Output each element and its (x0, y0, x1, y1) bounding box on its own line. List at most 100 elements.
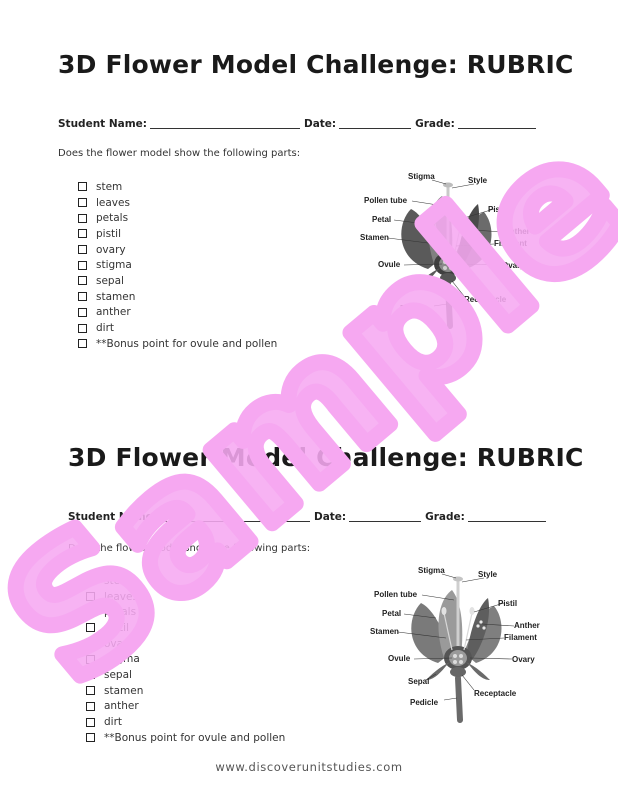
diagram-label-sepal: Sepal (398, 283, 419, 292)
flower-anatomy-illustration: Stigma Style Pollen tube Pistil Petal An… (360, 172, 530, 329)
checklist-item: stamen (86, 683, 285, 699)
checklist-item: ovary (86, 636, 285, 652)
rubric-top: 3D Flower Model Challenge: RUBRIC Studen… (0, 0, 618, 390)
checklist-item-label: petals (96, 212, 129, 225)
checklist-item-label: pistil (96, 227, 122, 240)
grade-blank (457, 117, 536, 129)
checklist-item: anther (86, 699, 285, 715)
checklist-item: dirt (78, 320, 277, 336)
checklist-item-label: anther (96, 306, 131, 319)
checkbox-icon (78, 276, 87, 286)
checklist-item: stigma (78, 257, 277, 273)
checkbox-icon (86, 592, 95, 602)
diagram-label-style: Style (478, 570, 498, 579)
parts-checklist: stem leaves petals pistil ovary stigma s… (86, 573, 285, 746)
question-text: Does the flower model show the following… (68, 543, 311, 554)
checkbox-icon (78, 182, 87, 192)
diagram-label-ovule: Ovule (388, 654, 411, 663)
date-label: Date: (313, 511, 347, 523)
diagram-label-petal: Petal (372, 215, 391, 224)
date-label: Date: (303, 118, 337, 130)
date-blank (339, 117, 412, 129)
checklist-item-label: sepal (96, 274, 124, 287)
checklist-item-label: stem (96, 180, 123, 193)
checkbox-icon (78, 339, 87, 349)
checklist-item-label: petals (104, 606, 137, 619)
checklist-item: ovary (78, 242, 277, 258)
page-title: 3D Flower Model Challenge: RUBRIC (58, 50, 574, 79)
checkbox-icon (86, 701, 95, 711)
checklist-item-label: stigma (96, 259, 132, 272)
student-info-line: Student Name: Date: Grade: (68, 510, 550, 523)
question-text: Does the flower model show the following… (58, 148, 301, 159)
checklist-item: petals (86, 604, 285, 620)
checklist-item-label: stigma (104, 653, 140, 666)
checklist-item-label: ovary (104, 637, 134, 650)
grade-label: Grade: (415, 118, 455, 130)
diagram-label-pistil: Pistil (488, 205, 507, 214)
student-name-blank (159, 510, 310, 522)
checkbox-icon (86, 654, 95, 664)
diagram-label-pollen-tube: Pollen tube (374, 590, 418, 599)
diagram-label-stamen: Stamen (370, 627, 399, 636)
flower-diagram: Stigma Style Pollen tube Pistil Petal An… (366, 558, 540, 728)
checkbox-icon (78, 229, 87, 239)
checklist-item: sepal (78, 273, 277, 289)
checklist-item: dirt (86, 714, 285, 730)
checklist-item: **Bonus point for ovule and pollen (78, 336, 277, 352)
diagram-label-style: Style (468, 176, 488, 185)
checkbox-icon (86, 576, 95, 586)
checklist-item-label: anther (104, 700, 139, 713)
page-title: 3D Flower Model Challenge: RUBRIC (68, 443, 584, 472)
checklist-item-label: pistil (104, 621, 130, 634)
checklist-item: leaves (78, 195, 277, 211)
checklist-item-label: leaves (104, 590, 138, 603)
checkbox-icon (78, 292, 87, 302)
checklist-item: petals (78, 210, 277, 226)
checkbox-icon (86, 717, 95, 727)
diagram-label-anther: Anther (514, 621, 540, 630)
checkbox-icon (78, 198, 87, 208)
diagram-label-receptacle: Receptacle (464, 295, 507, 304)
checklist-item-label: stamen (96, 290, 136, 303)
diagram-label-filament: Filament (504, 633, 537, 642)
diagram-label-ovary: Ovary (502, 261, 525, 270)
checklist-item: **Bonus point for ovule and pollen (86, 730, 285, 746)
checklist-item-label: ovary (96, 243, 126, 256)
checklist-item: stem (86, 573, 285, 589)
student-name-label: Student Name: (58, 118, 147, 130)
student-info-line: Student Name: Date: Grade: (58, 117, 540, 130)
checklist-item-label: stem (104, 574, 131, 587)
diagram-label-ovary: Ovary (512, 655, 535, 664)
diagram-label-pistil: Pistil (498, 599, 517, 608)
diagram-label-sepal: Sepal (408, 677, 429, 686)
flower-anatomy-illustration: Stigma Style Pollen tube Pistil Petal An… (370, 566, 540, 723)
diagram-label-anther: Anther (504, 227, 530, 236)
diagram-label-pedicle: Pedicle (400, 304, 429, 313)
grade-blank (467, 510, 546, 522)
checklist-item-label: sepal (104, 668, 132, 681)
student-name-blank (149, 117, 300, 129)
student-name-label: Student Name: (68, 511, 157, 523)
rubric-bottom: 3D Flower Model Challenge: RUBRIC Studen… (0, 393, 618, 783)
checklist-item: stamen (78, 289, 277, 305)
checkbox-icon (86, 733, 95, 743)
diagram-label-stigma: Stigma (408, 172, 435, 181)
diagram-label-pollen-tube: Pollen tube (364, 196, 408, 205)
checkbox-icon (78, 323, 87, 333)
checklist-item-label: **Bonus point for ovule and pollen (96, 337, 278, 350)
grade-label: Grade: (425, 511, 465, 523)
checklist-item-label: dirt (104, 716, 123, 729)
checkbox-icon (86, 623, 95, 633)
date-blank (349, 510, 422, 522)
parts-checklist: stem leaves petals pistil ovary stigma s… (78, 179, 277, 352)
checklist-item: leaves (86, 589, 285, 605)
diagram-label-pedicle: Pedicle (410, 698, 439, 707)
flower-diagram: Stigma Style Pollen tube Pistil Petal An… (356, 164, 530, 334)
checkbox-icon (78, 260, 87, 270)
diagram-label-filament: Filament (494, 239, 527, 248)
diagram-label-stamen: Stamen (360, 233, 389, 242)
checklist-item-label: stamen (104, 684, 144, 697)
checkbox-icon (86, 686, 95, 696)
diagram-label-ovule: Ovule (378, 260, 401, 269)
